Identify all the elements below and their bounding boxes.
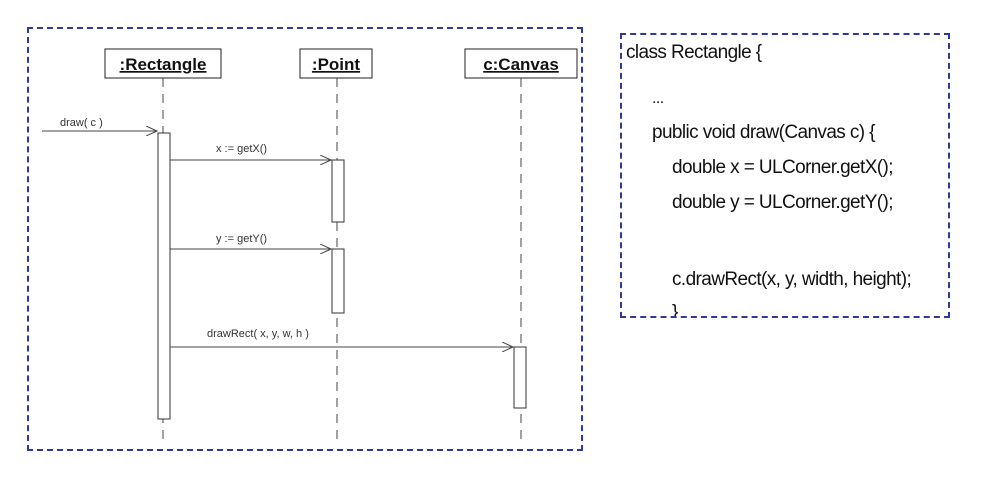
- code-line-getx: double x = ULCorner.getX();: [672, 157, 894, 178]
- message-label-gety: y := getY(): [216, 233, 267, 245]
- code-line-gety: double y = ULCorner.getY();: [672, 192, 894, 213]
- lifeline-label-canvas: c:Canvas: [483, 55, 559, 74]
- message-label-drawrect: drawRect( x, y, w, h ): [207, 328, 309, 340]
- activation-point-gety: [331, 248, 345, 314]
- lifeline-label-point: :Point: [312, 55, 360, 74]
- code-line-drawrect: c.drawRect(x, y, width, height);: [672, 269, 912, 290]
- sequence-diagram-panel: [27, 27, 583, 451]
- lifeline-head-canvas: c:Canvas: [464, 48, 578, 79]
- code-line-method: public void draw(Canvas c) {: [652, 122, 876, 143]
- code-line-class: class Rectangle {: [626, 42, 762, 63]
- message-label-getx: x := getX(): [216, 143, 267, 155]
- message-label-draw: draw( c ): [60, 117, 103, 129]
- lifeline-head-point: :Point: [299, 48, 373, 79]
- code-line-ellipsis: ...: [652, 90, 664, 107]
- activation-canvas: [513, 346, 527, 409]
- code-panel: class Rectangle { ... public void draw(C…: [620, 33, 950, 318]
- lifeline-head-rectangle: :Rectangle: [104, 48, 222, 79]
- activation-rectangle: [157, 132, 171, 420]
- lifeline-label-rectangle: :Rectangle: [120, 55, 207, 74]
- code-line-close-brace: }: [672, 302, 678, 318]
- activation-point-getx: [331, 159, 345, 223]
